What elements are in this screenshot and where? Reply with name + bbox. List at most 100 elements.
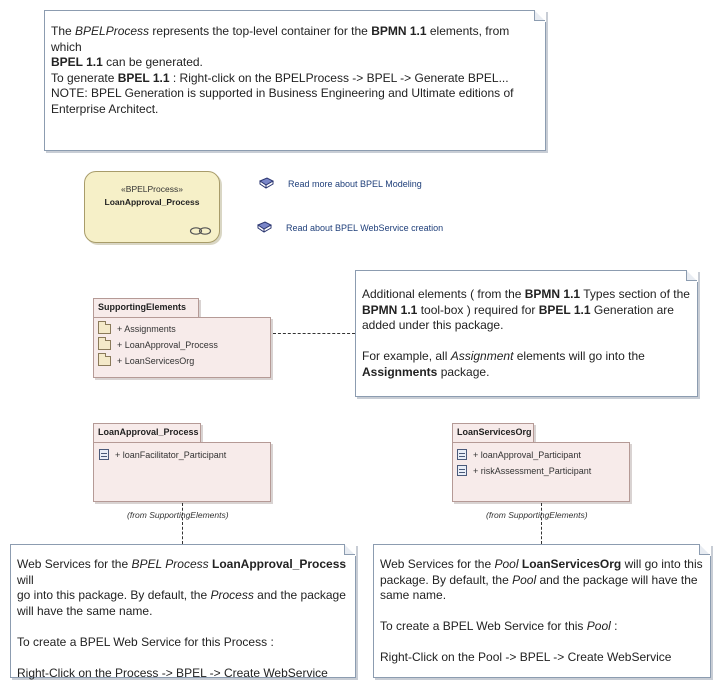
package-item-loanfacilitator[interactable]: + loanFacilitator_Participant	[99, 449, 226, 460]
note-line: package. By default, the Pool and the pa…	[380, 573, 704, 589]
package-item-label: + riskAssessment_Participant	[473, 465, 592, 476]
note-run: and the package	[253, 588, 346, 602]
note-run: Additional elements ( from the	[362, 287, 525, 301]
note-loanapproval-webservices[interactable]: Web Services for the BPEL Process LoanAp…	[10, 544, 356, 680]
note-line: Web Services for the Pool LoanServicesOr…	[380, 557, 704, 573]
note-loanservices-webservices[interactable]: Web Services for the Pool LoanServicesOr…	[373, 544, 711, 678]
note-run: The	[51, 24, 76, 38]
note-run: BPELProcess	[75, 24, 150, 38]
note-connector	[273, 333, 355, 334]
bpel-process-stereotype: «BPELProcess»	[121, 184, 183, 194]
package-tab-loanapproval-process[interactable]: LoanApproval_Process	[93, 423, 201, 443]
note-line: go into this package. By default, the Pr…	[17, 588, 349, 604]
note-line: will have the same name.	[17, 604, 349, 620]
note-run: : Right-click on the BPELProcess -> BPEL…	[169, 70, 509, 85]
note-run: Right-Click on the Process -> BPEL -> Cr…	[17, 665, 328, 680]
package-item-riskassessment-participant[interactable]: + riskAssessment_Participant	[457, 465, 591, 476]
note-line	[380, 635, 704, 651]
note-line: Web Services for the BPEL Process LoanAp…	[17, 557, 349, 588]
note-line: Additional elements ( from the BPMN 1.1 …	[362, 287, 691, 303]
note-line	[17, 619, 349, 635]
note-run: package. By default, the	[380, 572, 513, 587]
package-item-label: + LoanServicesOrg	[117, 356, 195, 366]
package-loanservicesorg[interactable]	[452, 442, 630, 502]
package-item-label: + loanFacilitator_Participant	[115, 449, 227, 460]
note-run: Pool	[512, 572, 537, 587]
link-bpel-webservice[interactable]: Read about BPEL WebService creation	[257, 221, 443, 234]
folder-icon	[98, 337, 111, 350]
note-run: To create a BPEL Web Service for this	[380, 619, 587, 633]
note-run: To generate	[51, 70, 118, 85]
note-text: Web Services for the BPEL Process LoanAp…	[11, 545, 355, 685]
note-run: BPMN 1.1	[362, 302, 418, 317]
note-run: LoanApproval_Process	[212, 557, 347, 571]
note-run: will	[17, 572, 34, 587]
note-line: To generate BPEL 1.1 : Right-click on th…	[51, 71, 539, 87]
note-text: The BPELProcess represents the top-level…	[45, 11, 545, 121]
note-run: tool-box ) required for	[417, 302, 539, 317]
class-icon	[457, 449, 467, 460]
package-item-loanservicesorg[interactable]: + LoanServicesOrg	[98, 353, 195, 366]
note-run: Assignment	[450, 349, 514, 363]
note-line: To create a BPEL Web Service for this Pr…	[17, 635, 349, 651]
note-run: Web Services for the	[380, 557, 495, 571]
note-run: elements will go into the	[513, 349, 645, 363]
link-label[interactable]: Read about BPEL WebService creation	[286, 222, 444, 233]
package-supporting-elements[interactable]	[93, 317, 271, 378]
note-text: Web Services for the Pool LoanServicesOr…	[374, 545, 710, 670]
note-text: Additional elements ( from the BPMN 1.1 …	[356, 271, 697, 384]
note-run: BPMN 1.1	[371, 24, 427, 38]
note-bpel-process[interactable]: The BPELProcess represents the top-level…	[44, 10, 546, 151]
link-chain-icon	[189, 227, 212, 235]
package-loanapproval-process[interactable]	[93, 442, 271, 502]
note-run: BPEL 1.1	[538, 302, 591, 317]
link-label[interactable]: Read more about BPEL Modeling	[288, 178, 422, 189]
note-line: added under this package.	[362, 318, 691, 334]
package-tab-loanservicesorg[interactable]: LoanServicesOrg	[452, 423, 534, 443]
note-fold	[344, 544, 356, 556]
note-run: LoanServicesOrg	[521, 557, 622, 571]
note-connector	[182, 503, 183, 544]
package-tab-supporting-elements[interactable]: SupportingElements	[93, 298, 199, 318]
note-run: Types section of the	[580, 287, 690, 301]
note-run: Pool	[586, 619, 611, 633]
package-item-loanapproval-participant[interactable]: + loanApproval_Participant	[457, 449, 581, 460]
note-run: added under this package.	[362, 318, 504, 332]
note-run: Generation are	[590, 302, 674, 317]
note-fold	[534, 10, 546, 22]
note-run: :	[610, 619, 618, 633]
note-line: For example, all Assignment elements wil…	[362, 349, 691, 365]
class-icon	[99, 449, 109, 460]
note-additional-elements[interactable]: Additional elements ( from the BPMN 1.1 …	[355, 270, 698, 397]
note-run: Assignments	[362, 364, 438, 379]
note-run: BPEL Process	[131, 557, 209, 571]
note-line: Enterprise Architect.	[51, 102, 539, 118]
note-run: Enterprise Architect.	[51, 101, 159, 116]
class-icon	[457, 465, 467, 476]
note-run: same name.	[380, 588, 447, 602]
folder-icon	[98, 321, 111, 334]
link-bpel-modeling[interactable]: Read more about BPEL Modeling	[259, 177, 422, 190]
bpel-process-element[interactable]: «BPELProcess» LoanApproval_Process	[84, 171, 220, 243]
package-item-assignments[interactable]: + Assignments	[98, 321, 176, 334]
note-run: Web Services for the	[17, 557, 132, 571]
note-run: can be generated.	[102, 55, 203, 69]
note-line: Assignments package.	[362, 365, 691, 381]
note-line	[17, 650, 349, 666]
note-run: and the package will have the	[536, 572, 698, 587]
note-fold	[699, 544, 711, 556]
folder-icon	[98, 353, 111, 366]
from-label-loanapproval: (from SupportingElements)	[127, 510, 229, 520]
note-line: BPEL 1.1 can be generated.	[51, 55, 539, 71]
note-run: will go into this	[621, 557, 703, 571]
note-run: NOTE: BPEL Generation is supported in Bu…	[51, 86, 514, 100]
from-label-loanservices: (from SupportingElements)	[486, 510, 588, 520]
package-item-loanapproval-process[interactable]: + LoanApproval_Process	[98, 337, 218, 350]
note-line: Right-Click on the Process -> BPEL -> Cr…	[17, 666, 349, 682]
note-line: NOTE: BPEL Generation is supported in Bu…	[51, 86, 539, 102]
note-line: Right-Click on the Pool -> BPEL -> Creat…	[380, 650, 704, 666]
note-line: The BPELProcess represents the top-level…	[51, 24, 539, 55]
note-run: go into this package. By default, the	[17, 588, 211, 602]
note-line	[362, 334, 691, 350]
note-run: Right-Click on the Pool -> BPEL -> Creat…	[380, 650, 672, 664]
